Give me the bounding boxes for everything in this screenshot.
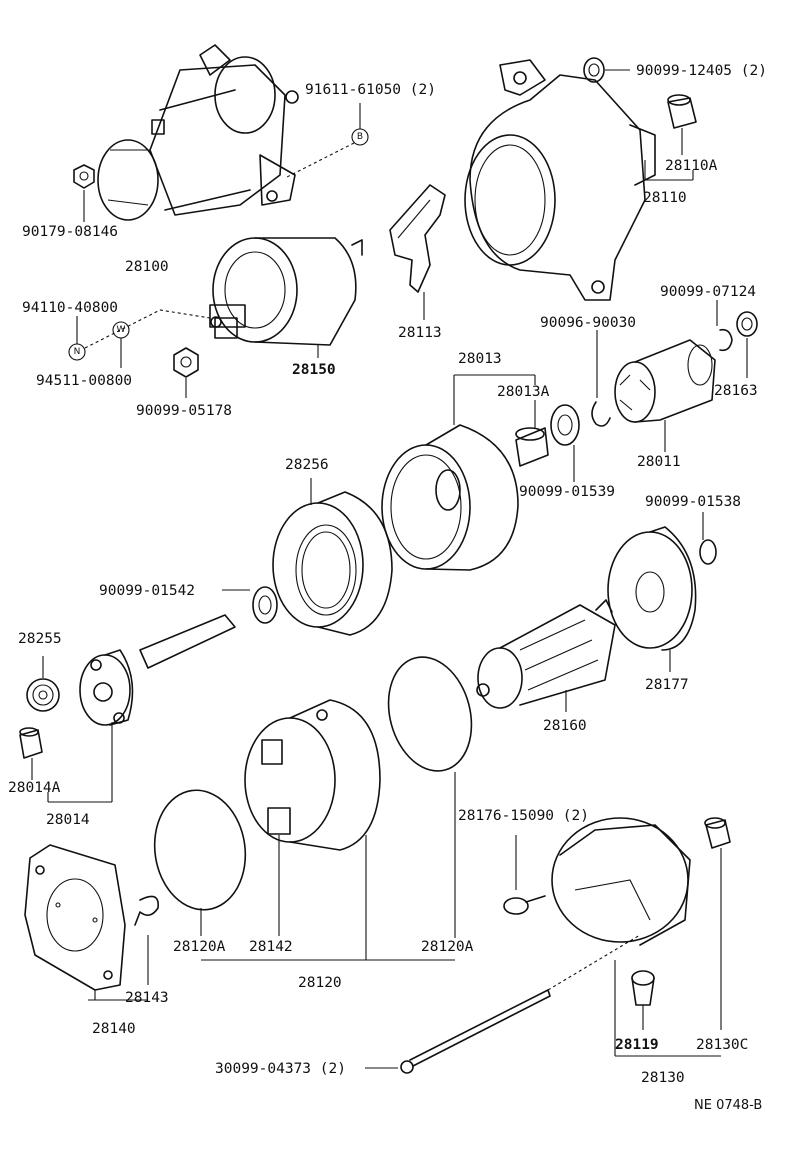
plate-28177-drawing bbox=[607, 526, 697, 672]
yoke-drawing bbox=[381, 374, 536, 571]
label-94110-40800: 94110-40800 bbox=[22, 300, 118, 316]
end-cover-drawing bbox=[551, 817, 721, 1057]
planet-gear-drawing bbox=[26, 656, 60, 712]
label-28113: 28113 bbox=[398, 325, 442, 341]
label-90179-08146: 90179-08146 bbox=[22, 224, 118, 240]
label-91611-61050: 91611-61050 (2) bbox=[305, 82, 436, 98]
label-90096-90030: 90096-90030 bbox=[540, 315, 636, 331]
o-ring-right-drawing bbox=[387, 656, 473, 938]
label-28014: 28014 bbox=[46, 812, 90, 828]
nut-28130C-drawing bbox=[704, 817, 731, 1030]
label-28160: 28160 bbox=[543, 718, 587, 734]
svg-text:W: W bbox=[117, 325, 126, 335]
marker-n: N bbox=[68, 316, 86, 361]
label-28142: 28142 bbox=[249, 939, 293, 955]
marker-w: W bbox=[112, 321, 130, 368]
label-28120: 28120 bbox=[298, 975, 342, 991]
label-28013A: 28013A bbox=[497, 384, 550, 400]
label-28163: 28163 bbox=[714, 383, 758, 399]
marker-b: B bbox=[284, 103, 369, 179]
nut-90099-05178-drawing bbox=[173, 347, 199, 398]
internal-gear-drawing bbox=[272, 478, 393, 636]
clutch-drawing bbox=[614, 339, 716, 452]
starter-assembly-drawing bbox=[97, 44, 299, 221]
o-ring-left-drawing bbox=[153, 789, 247, 936]
bolt-28119-drawing bbox=[631, 970, 655, 1030]
label-28011: 28011 bbox=[637, 454, 681, 470]
svg-text:B: B bbox=[357, 132, 363, 142]
label-28110A: 28110A bbox=[665, 158, 718, 174]
brush-holder-drawing bbox=[24, 844, 149, 1001]
solenoid-drawing bbox=[209, 237, 363, 358]
svg-text:N: N bbox=[74, 347, 81, 357]
through-bolt-drawing bbox=[365, 934, 641, 1074]
screw-28176-drawing bbox=[503, 835, 546, 915]
label-28143: 28143 bbox=[125, 990, 169, 1006]
label-90099-12405: 90099-12405 (2) bbox=[636, 63, 767, 79]
washer-90099-01539-drawing bbox=[550, 404, 580, 482]
bushing-28013A-drawing bbox=[515, 400, 549, 467]
drive-lever-drawing bbox=[389, 184, 446, 320]
label-90099-01542: 90099-01542 bbox=[99, 583, 195, 599]
label-28013: 28013 bbox=[458, 351, 502, 367]
label-90099-01538: 90099-01538 bbox=[645, 494, 741, 510]
label-28120A-right: 28120A bbox=[421, 939, 474, 955]
bushing-28110A-drawing bbox=[644, 94, 697, 181]
armature-drawing bbox=[476, 599, 616, 712]
label-28177: 28177 bbox=[645, 677, 689, 693]
bushing-28014A-drawing bbox=[19, 727, 49, 802]
label-28140: 28140 bbox=[92, 1021, 136, 1037]
label-28130: 28130 bbox=[641, 1070, 685, 1086]
nut-90179-drawing bbox=[73, 164, 95, 222]
planetary-shaft-drawing bbox=[48, 614, 236, 803]
diagram-reference-code: NE 0748-B bbox=[694, 1098, 762, 1113]
label-90099-01539: 90099-01539 bbox=[519, 484, 615, 500]
collar-28163-drawing bbox=[736, 311, 758, 378]
brush-spring-drawing bbox=[134, 895, 159, 926]
label-90099-05178: 90099-05178 bbox=[136, 403, 232, 419]
label-28255: 28255 bbox=[18, 631, 62, 647]
label-28014A: 28014A bbox=[8, 780, 61, 796]
label-90099-07124: 90099-07124 bbox=[660, 284, 756, 300]
bushing-90099-12405-drawing bbox=[583, 57, 630, 83]
label-28256: 28256 bbox=[285, 457, 329, 473]
label-28150: 28150 bbox=[292, 362, 336, 378]
clip-90099-07124-drawing bbox=[716, 300, 733, 352]
washer-90099-01542-drawing bbox=[222, 586, 278, 624]
washer-90099-01538-drawing bbox=[699, 512, 717, 565]
label-30099-04373: 30099-04373 (2) bbox=[215, 1061, 346, 1077]
label-94511-00800: 94511-00800 bbox=[36, 373, 132, 389]
label-28110: 28110 bbox=[643, 190, 687, 206]
label-28119: 28119 bbox=[615, 1037, 659, 1053]
end-frame-drawing bbox=[201, 699, 455, 961]
snap-ring-drawing bbox=[591, 330, 611, 427]
label-28176-15090: 28176-15090 (2) bbox=[458, 808, 589, 824]
label-28130C: 28130C bbox=[696, 1037, 748, 1053]
label-28120A-left: 28120A bbox=[173, 939, 226, 955]
label-28100: 28100 bbox=[125, 259, 169, 275]
drive-housing-drawing bbox=[464, 59, 656, 301]
